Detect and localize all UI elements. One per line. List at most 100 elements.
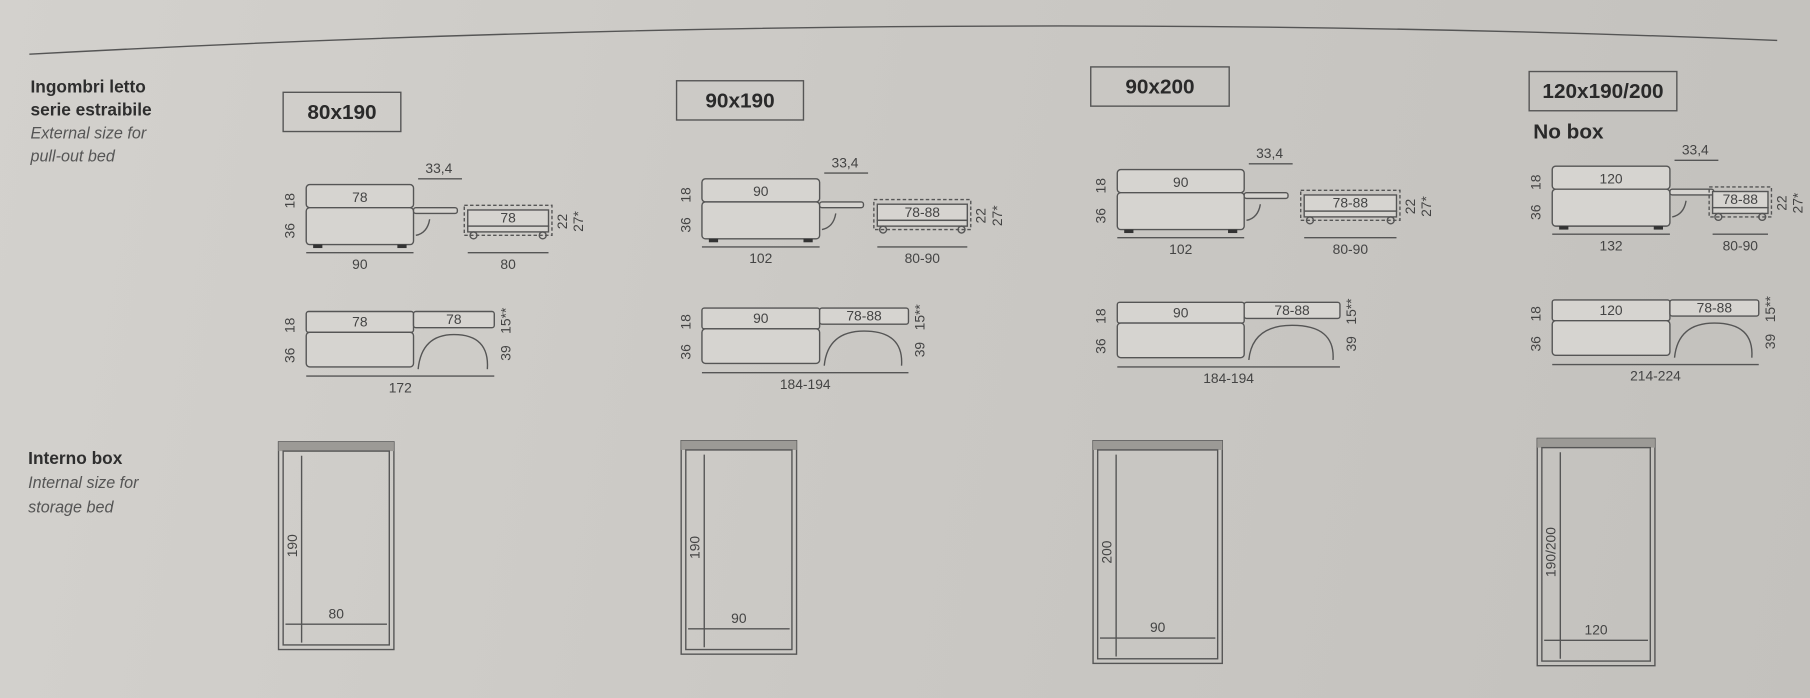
trundle-dim: 78-88 xyxy=(905,204,941,220)
open-height-39-dim: 39 xyxy=(1762,334,1778,350)
no-box-note: No box xyxy=(1533,120,1604,143)
height-base-dim: 36 xyxy=(1093,208,1109,224)
open-width-dim: 172 xyxy=(389,379,412,395)
open-seat-dim: 78 xyxy=(352,314,368,330)
trundle-outline xyxy=(873,198,972,231)
open-height-top-dim: 18 xyxy=(282,317,298,333)
arm-dim: 33,4 xyxy=(1256,145,1283,161)
open-height-top-dim: 18 xyxy=(1528,306,1544,322)
trundle-frame xyxy=(876,219,968,227)
rotate-arrow-icon xyxy=(1246,204,1262,222)
seat-dim: 78 xyxy=(352,189,368,205)
open-width-dim: 184-194 xyxy=(1203,370,1254,386)
internal-title: Interno box xyxy=(28,448,123,468)
external-subtitle-2: pull-out bed xyxy=(29,148,115,166)
foot-icon xyxy=(1228,229,1238,234)
height-base-dim: 36 xyxy=(1528,204,1544,220)
trundle-height-dim: 22 xyxy=(1773,195,1789,210)
rotate-arrow-icon xyxy=(821,213,837,231)
trundle-outline xyxy=(1708,186,1773,218)
wheel-icon xyxy=(878,225,888,234)
open-height-15-dim: 15** xyxy=(1762,296,1778,323)
bed-base xyxy=(701,201,821,240)
trundle-frame xyxy=(1303,210,1398,218)
foot-icon xyxy=(313,244,323,249)
size-label-box xyxy=(1090,66,1230,107)
width-dim: 90 xyxy=(352,256,368,272)
open-base xyxy=(305,331,415,368)
foot-icon xyxy=(1653,226,1663,230)
open-extension xyxy=(412,310,495,329)
size-label-box xyxy=(1528,70,1678,112)
pull-out-legs xyxy=(417,333,489,370)
rotate-arrow-icon xyxy=(1672,200,1687,218)
wheel-icon xyxy=(1305,216,1315,225)
internal-subtitle-1: Internal size for xyxy=(28,474,139,492)
size-label: 80x190 xyxy=(307,101,376,124)
open-height-15-dim: 15** xyxy=(912,304,928,331)
wheel-icon xyxy=(538,231,547,240)
height-top-dim: 18 xyxy=(282,193,298,209)
box-width-dim: 90 xyxy=(1150,619,1166,635)
bed-base xyxy=(1551,188,1671,227)
storage-box-head xyxy=(681,440,797,450)
rotate-arrow-icon xyxy=(415,219,431,237)
header-divider-line xyxy=(29,25,1778,55)
pull-handle xyxy=(818,201,865,209)
box-length-dim: 190 xyxy=(687,536,703,559)
open-extension-dim: 78-88 xyxy=(1274,302,1310,318)
trundle-dim: 78-88 xyxy=(1723,191,1759,207)
open-seat-dim: 90 xyxy=(753,310,769,326)
foot-icon xyxy=(803,238,813,243)
bed-base xyxy=(1116,191,1245,231)
trundle-width-dim: 80-90 xyxy=(1333,241,1369,257)
external-title-1: Ingombri letto xyxy=(30,76,145,96)
box-length-dim: 200 xyxy=(1099,540,1115,563)
storage-box-inner xyxy=(685,449,793,651)
seat-dim: 90 xyxy=(1173,174,1189,190)
foot-icon xyxy=(708,238,719,243)
trundle-width-dim: 80-90 xyxy=(1723,237,1759,253)
trundle-height2-dim: 27* xyxy=(570,211,586,232)
open-width-dim: 184-194 xyxy=(780,376,831,392)
open-base xyxy=(1551,320,1671,357)
storage-box-head xyxy=(1093,440,1223,450)
pull-handle xyxy=(1243,191,1289,200)
pull-handle xyxy=(1669,188,1715,196)
storage-box-inner xyxy=(1541,446,1651,662)
height-top-dim: 18 xyxy=(1093,178,1109,194)
wheel-icon xyxy=(957,225,966,234)
pull-out-legs xyxy=(1248,324,1334,361)
seat-dim: 120 xyxy=(1600,170,1623,186)
trundle-height-dim: 22 xyxy=(1402,199,1418,214)
width-dim: 132 xyxy=(1600,237,1623,253)
box-width-dim: 90 xyxy=(731,610,747,626)
open-extension xyxy=(1669,299,1760,317)
arm-dim: 33,4 xyxy=(832,154,859,170)
trundle-height-dim: 22 xyxy=(973,208,989,223)
foot-icon xyxy=(1559,226,1569,230)
arm-dim: 33,4 xyxy=(1682,142,1709,158)
height-base-dim: 36 xyxy=(677,217,693,233)
open-height-top-dim: 18 xyxy=(1093,308,1109,324)
trundle-width-dim: 80 xyxy=(500,256,516,272)
trundle-height-dim: 22 xyxy=(554,214,570,229)
wheel-icon xyxy=(1386,216,1395,225)
open-extension-dim: 78-88 xyxy=(1697,300,1733,316)
open-height-15-dim: 15** xyxy=(497,307,513,334)
storage-box-head xyxy=(1537,438,1655,448)
size-label: 90x200 xyxy=(1125,75,1194,98)
trundle-height2-dim: 27* xyxy=(1790,192,1806,213)
open-extension-dim: 78-88 xyxy=(846,308,882,324)
external-title-2: serie estraibile xyxy=(30,99,152,119)
trundle-outline xyxy=(463,204,553,237)
foot-icon xyxy=(397,244,407,249)
box-width-dim: 120 xyxy=(1585,622,1608,638)
trundle-outline xyxy=(1300,189,1401,222)
trundle-frame xyxy=(467,225,550,233)
open-height-base-dim: 36 xyxy=(282,347,298,363)
